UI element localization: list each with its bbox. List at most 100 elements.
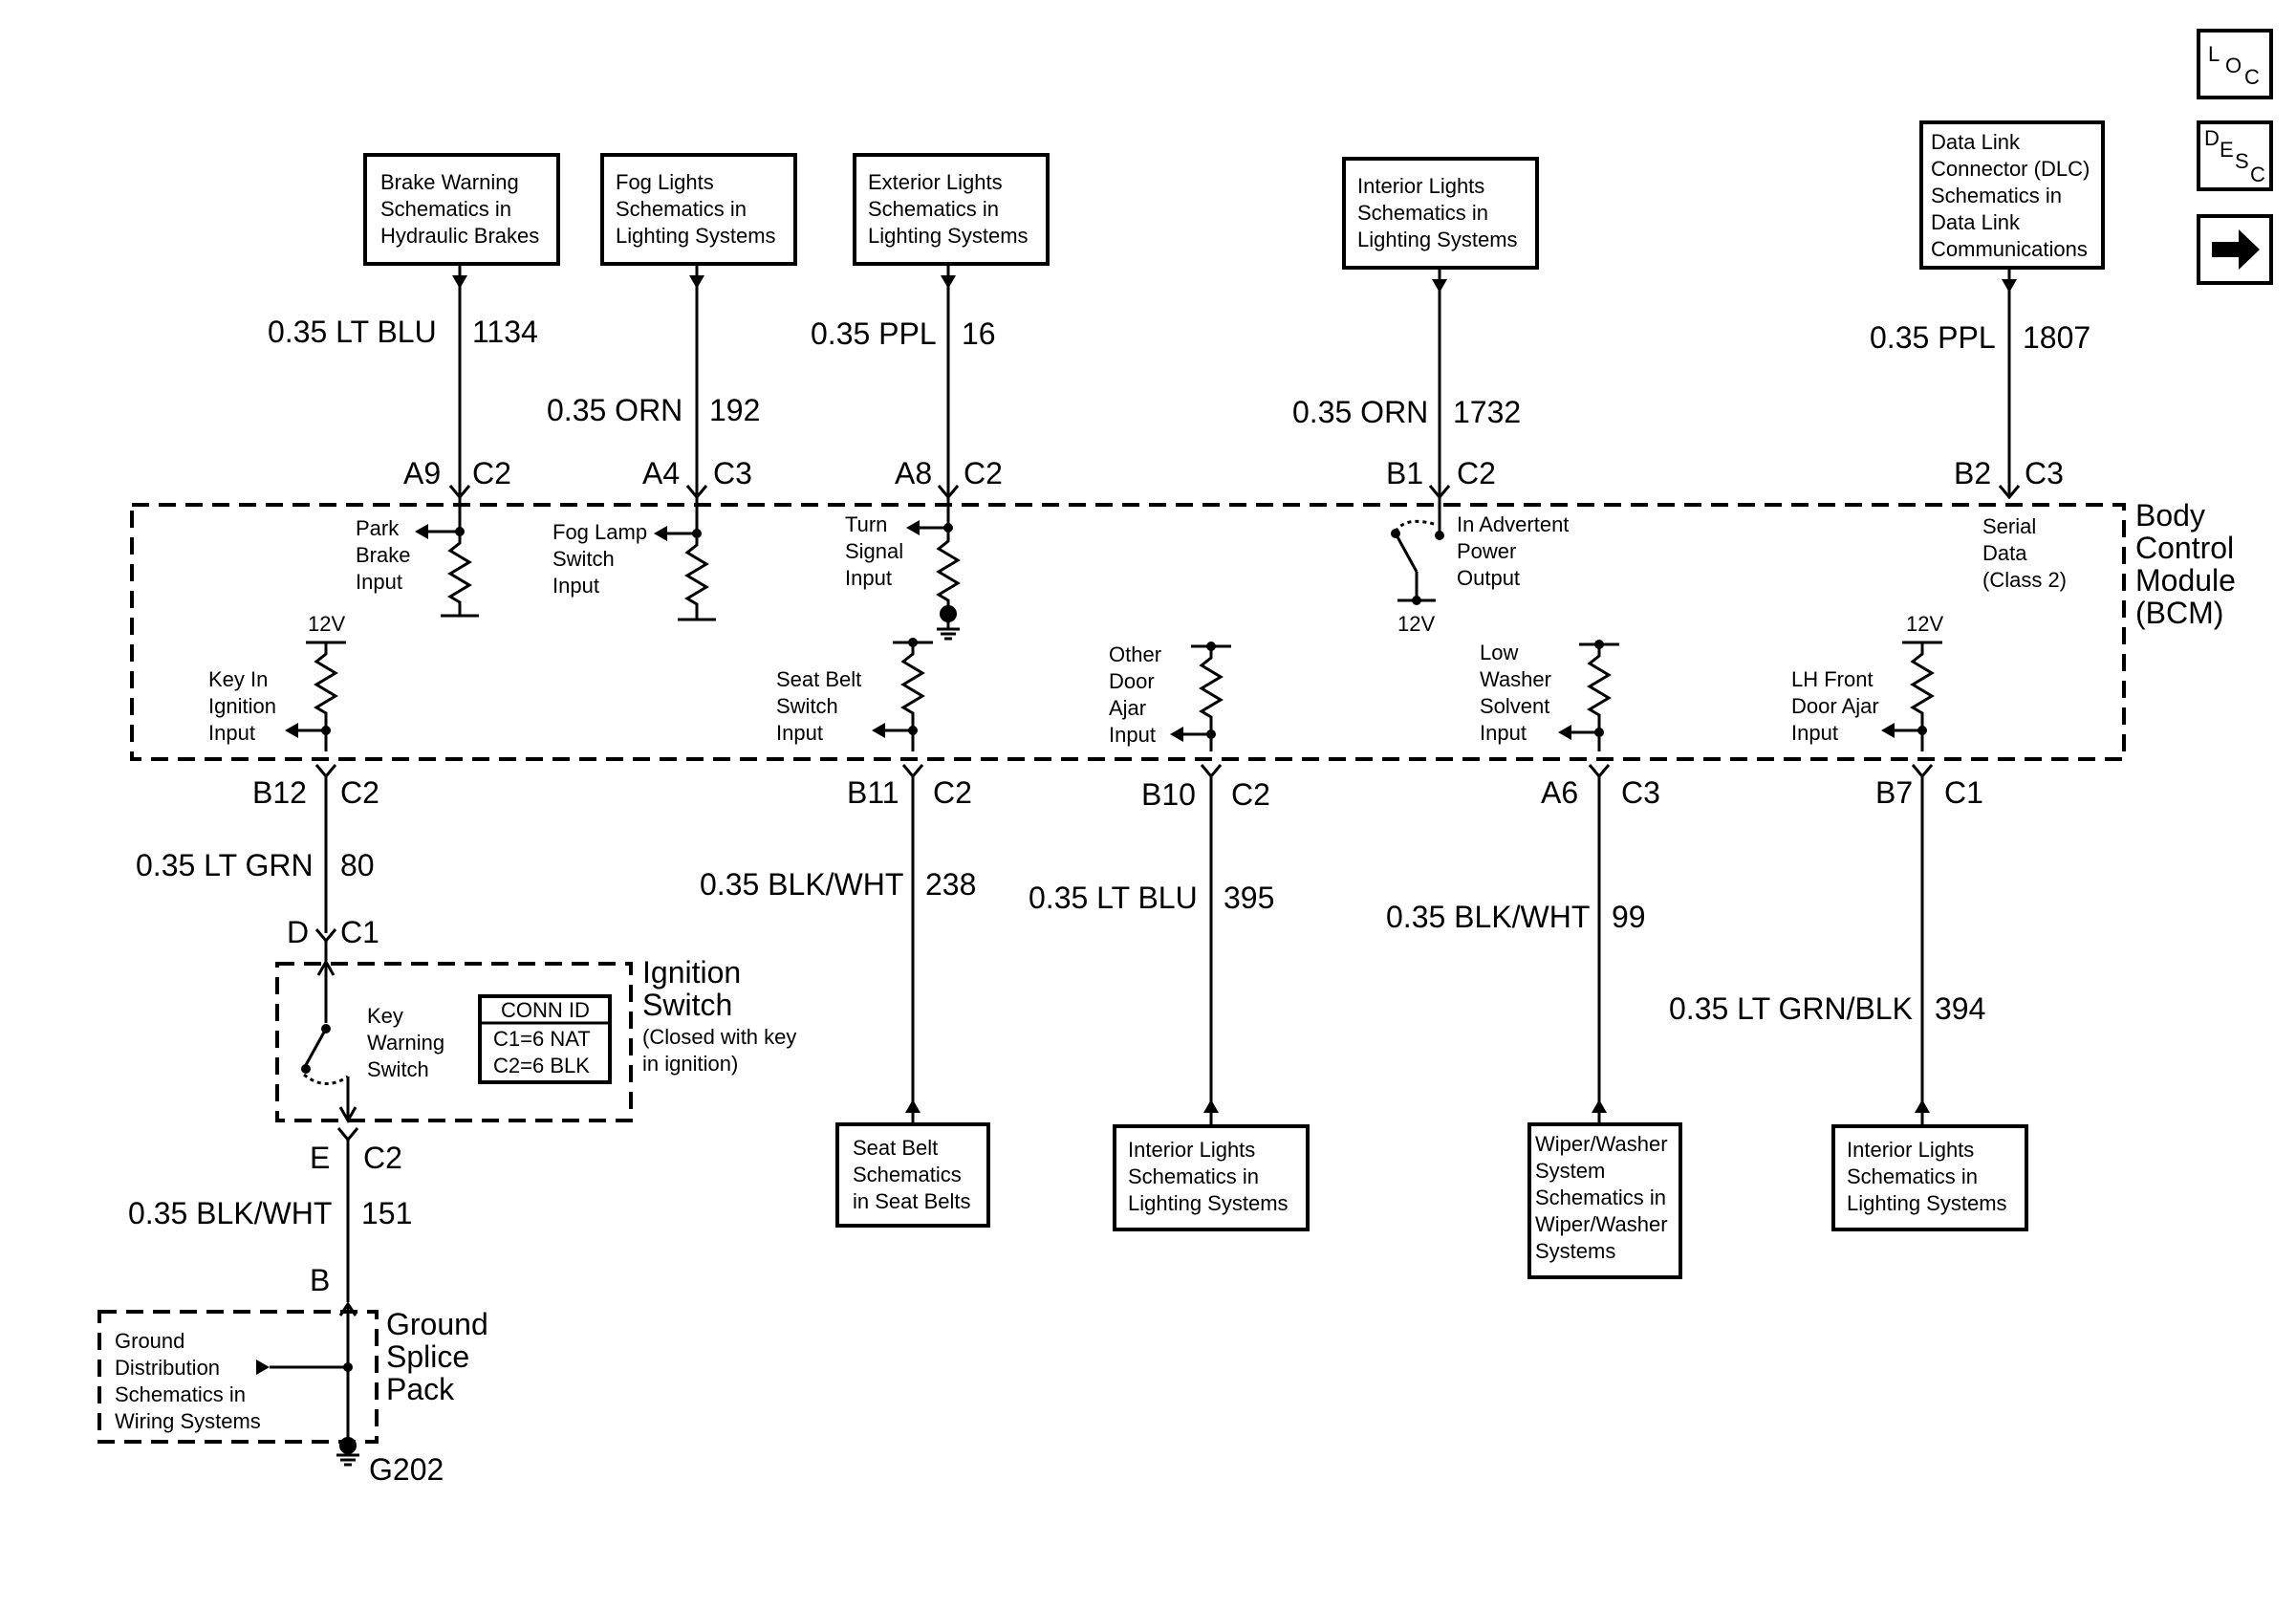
svg-text:Lighting Systems: Lighting Systems bbox=[616, 224, 776, 248]
svg-text:Brake: Brake bbox=[356, 543, 410, 567]
key-in-ignition-input: 12V Key In Ignition Input bbox=[208, 612, 346, 751]
svg-text:Module: Module bbox=[2135, 563, 2236, 598]
svg-text:Schematics in: Schematics in bbox=[1357, 201, 1488, 225]
svg-text:Ajar: Ajar bbox=[1109, 696, 1146, 720]
wire-gauge: 0.35 BLK/WHT bbox=[1386, 900, 1590, 934]
brake-warning-box[interactable]: Brake Warning Schematics in Hydraulic Br… bbox=[363, 153, 560, 266]
seat-belt-switch-input: Seat Belt Switch Input bbox=[776, 638, 933, 751]
wire-395: B10 C2 0.35 LT BLU 395 bbox=[1029, 764, 1274, 1124]
svg-text:Lighting Systems: Lighting Systems bbox=[1357, 228, 1518, 251]
other-door-ajar-input: Other Door Ajar Input bbox=[1109, 642, 1231, 751]
pin-label: B10 bbox=[1141, 777, 1196, 812]
wire-gauge: 0.35 LT GRN bbox=[136, 848, 314, 882]
svg-text:Schematics in: Schematics in bbox=[380, 197, 511, 221]
connector-label: C1 bbox=[1944, 775, 1983, 810]
svg-text:Ground: Ground bbox=[115, 1329, 184, 1353]
svg-text:Wiper/Washer: Wiper/Washer bbox=[1535, 1132, 1668, 1156]
svg-text:(Closed with key: (Closed with key bbox=[642, 1025, 796, 1049]
svg-text:Switch: Switch bbox=[552, 547, 615, 571]
advertent-power-output: 12V In Advertent Power Output bbox=[1391, 497, 1569, 636]
svg-text:Communications: Communications bbox=[1931, 237, 2088, 261]
connector-label: C3 bbox=[1621, 775, 1660, 810]
loc-button[interactable]: L O C bbox=[2197, 29, 2273, 99]
exterior-lights-box[interactable]: Exterior Lights Schematics in Lighting S… bbox=[853, 153, 1050, 266]
svg-text:Door Ajar: Door Ajar bbox=[1791, 694, 1879, 718]
svg-text:Splice: Splice bbox=[386, 1339, 469, 1374]
svg-text:Input: Input bbox=[552, 574, 599, 598]
connector-label: C3 bbox=[2025, 456, 2064, 490]
svg-text:Fog Lights: Fog Lights bbox=[616, 170, 714, 194]
wire-gauge: 0.35 LT BLU bbox=[1029, 881, 1198, 915]
svg-text:Key In: Key In bbox=[208, 667, 268, 691]
svg-text:Signal: Signal bbox=[845, 539, 903, 563]
wire-99: A6 C3 0.35 BLK/WHT 99 bbox=[1386, 764, 1660, 1124]
turn-signal-input: Turn Signal Input bbox=[845, 497, 961, 641]
bcm-boundary bbox=[130, 503, 2126, 761]
svg-text:Fog Lamp: Fog Lamp bbox=[552, 520, 647, 544]
pin-label: B1 bbox=[1386, 456, 1423, 490]
connector-label: C2 bbox=[363, 1141, 402, 1175]
connector-label: C2 bbox=[933, 775, 972, 810]
svg-text:Connector (DLC): Connector (DLC) bbox=[1931, 157, 2090, 181]
wire-gauge: 0.35 BLK/WHT bbox=[128, 1196, 332, 1230]
wire-gauge: 0.35 ORN bbox=[1292, 395, 1428, 429]
desc-letter-3: S bbox=[2235, 149, 2249, 173]
next-button[interactable] bbox=[2197, 214, 2273, 285]
svg-text:Switch: Switch bbox=[776, 694, 838, 718]
connector-label: C3 bbox=[713, 456, 752, 490]
svg-text:Data Link: Data Link bbox=[1931, 130, 2021, 154]
svg-text:Data Link: Data Link bbox=[1931, 210, 2021, 234]
wire-gauge: 0.35 PPL bbox=[811, 316, 937, 351]
svg-text:Input: Input bbox=[1791, 721, 1838, 745]
interior-lights-door-box[interactable]: Interior Lights Schematics in Lighting S… bbox=[1113, 1124, 1310, 1231]
data-link-box[interactable]: Data Link Connector (DLC) Schematics in … bbox=[1919, 120, 2105, 270]
svg-text:Turn: Turn bbox=[845, 512, 887, 536]
svg-text:Switch: Switch bbox=[367, 1057, 429, 1081]
svg-text:System: System bbox=[1535, 1159, 1605, 1183]
wire-circuit: 238 bbox=[925, 867, 976, 902]
ground-wire-151: E C2 0.35 BLK/WHT 151 B bbox=[128, 1127, 412, 1316]
svg-text:Seat Belt: Seat Belt bbox=[853, 1136, 938, 1160]
svg-text:Data: Data bbox=[1982, 541, 2027, 565]
svg-text:Input: Input bbox=[1480, 721, 1527, 745]
connector-label: C2 bbox=[1457, 456, 1496, 490]
wire-circuit: 395 bbox=[1224, 881, 1274, 915]
wire-circuit: 192 bbox=[709, 393, 760, 427]
svg-text:Key: Key bbox=[367, 1004, 403, 1028]
svg-text:Washer: Washer bbox=[1480, 667, 1551, 691]
svg-text:Other: Other bbox=[1109, 642, 1161, 666]
interior-lights-box[interactable]: Interior Lights Schematics in Lighting S… bbox=[1342, 157, 1539, 270]
loc-letter-2: O bbox=[2225, 54, 2242, 77]
wire-circuit: 1134 bbox=[472, 315, 538, 349]
svg-text:Solvent: Solvent bbox=[1480, 694, 1549, 718]
svg-text:Schematics in: Schematics in bbox=[616, 197, 747, 221]
right-arrow-icon bbox=[2212, 229, 2260, 270]
pin-label: B2 bbox=[1954, 456, 1991, 490]
wiper-washer-box[interactable]: Wiper/Washer System Schematics in Wiper/… bbox=[1527, 1122, 1682, 1279]
fog-lights-box[interactable]: Fog Lights Schematics in Lighting System… bbox=[600, 153, 797, 266]
svg-text:C1=6 NAT: C1=6 NAT bbox=[493, 1027, 591, 1051]
svg-text:in Seat Belts: in Seat Belts bbox=[853, 1189, 971, 1213]
svg-text:Ground: Ground bbox=[386, 1307, 488, 1341]
svg-text:Ignition: Ignition bbox=[208, 694, 276, 718]
fog-lamp-input: Fog Lamp Switch Input bbox=[552, 497, 716, 621]
low-washer-solvent-input: Low Washer Solvent Input bbox=[1480, 640, 1619, 751]
wire-gauge: 0.35 ORN bbox=[547, 393, 682, 427]
wire-gauge: 0.35 LT GRN/BLK bbox=[1669, 991, 1913, 1026]
svg-text:Power: Power bbox=[1457, 539, 1516, 563]
wire-1807: 0.35 PPL 1807 B2 C3 bbox=[1870, 268, 2090, 500]
conn-id-header: CONN ID bbox=[501, 998, 590, 1022]
loc-letter-3: C bbox=[2244, 65, 2260, 89]
wire-circuit: 99 bbox=[1612, 900, 1646, 934]
wire-gauge: 0.35 LT BLU bbox=[268, 315, 437, 349]
svg-text:Serial: Serial bbox=[1982, 514, 2036, 538]
svg-text:Lighting Systems: Lighting Systems bbox=[1847, 1191, 2007, 1215]
desc-button[interactable]: D E S C bbox=[2197, 120, 2273, 191]
pin-label: A6 bbox=[1541, 775, 1578, 810]
ground-splice-pack: Ground Distribution Schematics in Wiring… bbox=[97, 1304, 488, 1487]
ignition-switch: D C1 Key Warning Switch CONN ID C1=6 NAT… bbox=[275, 915, 796, 1124]
interior-lights-lh-door-box[interactable]: Interior Lights Schematics in Lighting S… bbox=[1831, 1124, 2028, 1231]
seat-belt-schematics-box[interactable]: Seat Belt Schematics in Seat Belts bbox=[835, 1122, 990, 1228]
svg-text:Door: Door bbox=[1109, 669, 1155, 693]
